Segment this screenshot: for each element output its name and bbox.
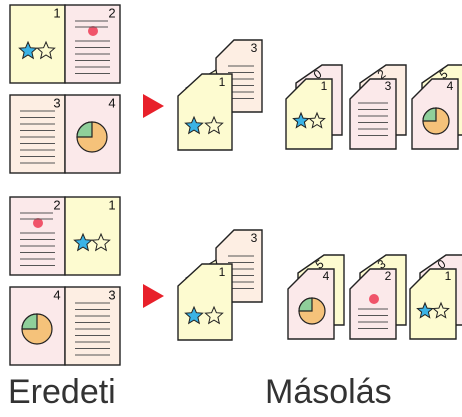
star-icon <box>184 305 204 325</box>
page-number: 2 <box>385 269 392 283</box>
star-icon <box>308 111 326 129</box>
star-icon <box>73 232 93 252</box>
front-page <box>285 78 333 150</box>
page-number: 1 <box>219 265 226 279</box>
right-page <box>64 286 121 366</box>
page-number: 4 <box>53 287 60 302</box>
red-dot-icon <box>88 26 98 36</box>
copy-sheet-1: 54 <box>287 254 345 340</box>
star-icon <box>416 301 434 319</box>
pie-chart-icon <box>422 107 450 135</box>
left-page <box>9 4 66 84</box>
page-number: 3 <box>108 287 115 302</box>
page-number: 3 <box>385 79 392 93</box>
page-number: 1 <box>53 5 60 20</box>
copy-sheet-3: 01 <box>409 254 462 340</box>
star-icon <box>204 115 224 135</box>
pie-chart-icon <box>76 121 108 153</box>
page-number: 4 <box>323 269 330 283</box>
page-number: 1 <box>321 79 328 93</box>
stacked-copy: 321 <box>177 39 263 151</box>
copy-sheet-3: 54 <box>411 64 462 150</box>
triangle-arrow-icon <box>143 284 164 308</box>
page-number: 3 <box>53 95 60 110</box>
caption-copy: Másolás <box>265 373 392 411</box>
copy-sheet-2: 32 <box>349 254 407 340</box>
red-dot-icon <box>369 294 379 304</box>
bottom-copies: 321543201 <box>177 229 462 341</box>
copy-sheet-1: 01 <box>285 64 343 150</box>
page-number: 4 <box>108 95 115 110</box>
red-dot-icon <box>33 218 43 228</box>
triangle-arrow-icon <box>143 94 164 118</box>
page-number: 2 <box>108 5 115 20</box>
star-icon <box>292 111 310 129</box>
page-number: 1 <box>445 269 452 283</box>
page-number: 1 <box>219 75 226 89</box>
star-icon <box>36 40 56 60</box>
star-icon <box>204 305 224 325</box>
right-page <box>64 196 121 276</box>
stacked-copy: 321 <box>177 229 263 341</box>
caption-original: Eredeti <box>8 373 116 411</box>
star-icon <box>18 40 38 60</box>
star-icon <box>91 232 111 252</box>
pie-chart-icon <box>298 297 326 325</box>
copy-sheet-2: 23 <box>349 64 407 150</box>
star-icon <box>184 115 204 135</box>
page-number: 3 <box>251 231 258 245</box>
right-page <box>64 4 121 84</box>
page-number: 3 <box>251 41 258 55</box>
page-number: 2 <box>53 197 60 212</box>
top-arrow <box>143 94 164 118</box>
pie-chart-icon <box>21 313 53 345</box>
front-page <box>349 78 397 150</box>
page-number: 4 <box>447 79 454 93</box>
front-page <box>409 268 457 340</box>
star-icon <box>432 301 450 319</box>
bottom-arrow <box>143 284 164 308</box>
page-number: 1 <box>108 197 115 212</box>
